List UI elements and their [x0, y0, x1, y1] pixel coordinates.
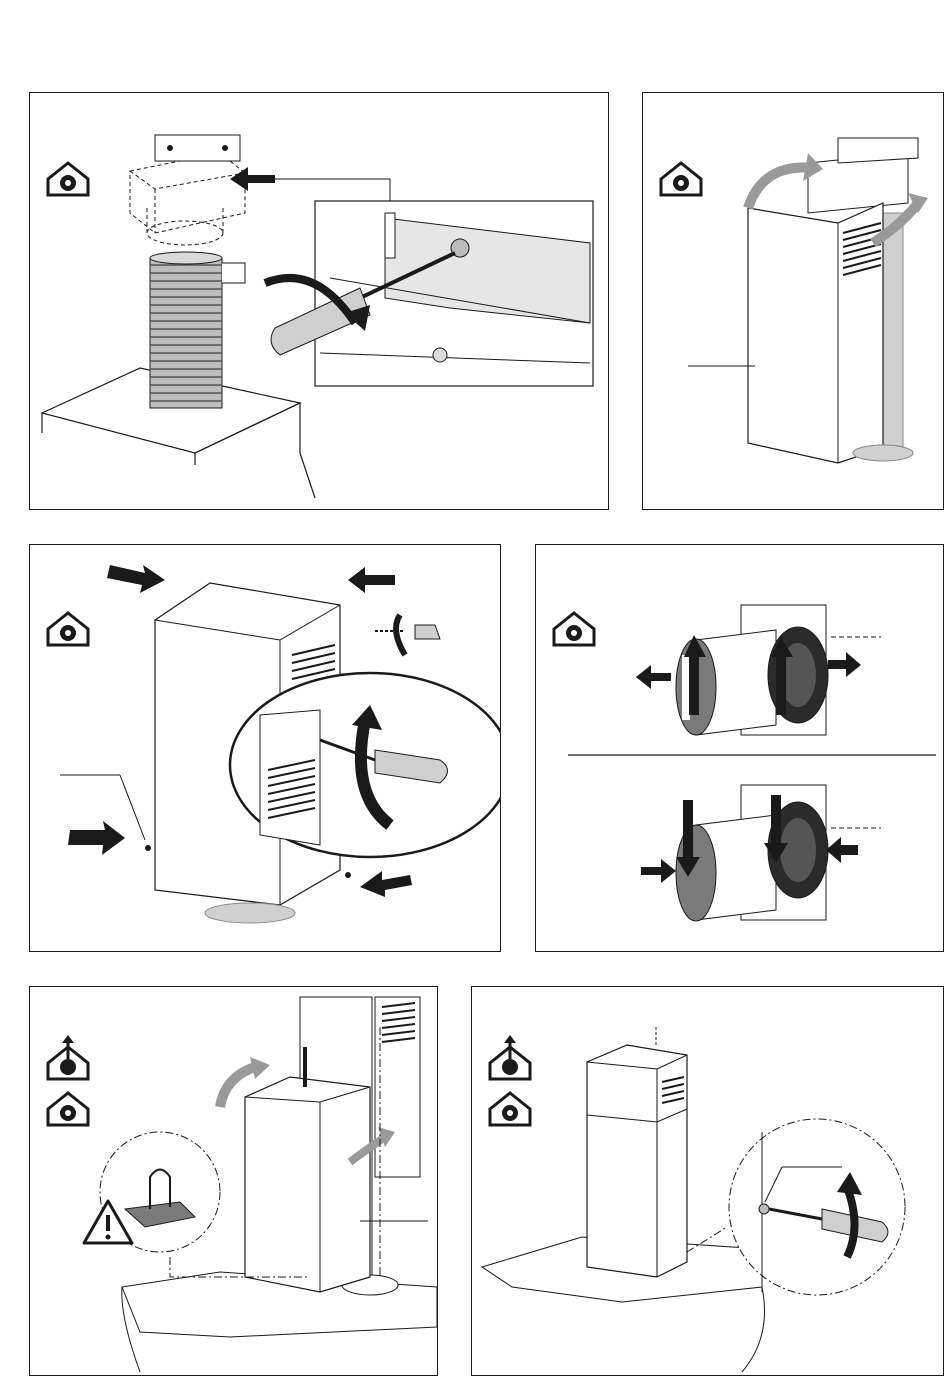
- house-recirculation-icon: [48, 1093, 88, 1125]
- house-extraction-icon: [48, 1035, 88, 1079]
- upper-chimney-illustration: [643, 93, 943, 509]
- panel-final-screw: [471, 986, 944, 1376]
- final-screw-illustration: [472, 987, 943, 1375]
- panel-duct-bracket: [29, 92, 609, 510]
- panel-upper-chimney: [642, 92, 944, 510]
- detail-zoom-circle: [230, 673, 500, 857]
- dashed-bracket: [130, 153, 245, 245]
- insert-arrow-icon: [230, 167, 275, 191]
- push-arrow-icon: [107, 565, 165, 593]
- detail-inset: [265, 201, 593, 386]
- chimney-screws-illustration: [30, 545, 500, 951]
- panel-motor-filter: [535, 544, 944, 952]
- house-recirculation-icon: [48, 613, 88, 645]
- house-recirculation-icon: [554, 613, 594, 645]
- house-recirculation-icon: [48, 163, 88, 195]
- house-recirculation-icon: [490, 1093, 530, 1125]
- panel-lower-chimney: [29, 986, 438, 1376]
- panel-chimney-screws: [29, 544, 501, 952]
- flexible-duct: [150, 252, 222, 408]
- motor-filter-illustration: [536, 545, 943, 951]
- duct-bracket-illustration: [30, 93, 608, 509]
- lower-chimney-illustration: [30, 987, 437, 1375]
- motor-insertion-view: [641, 785, 881, 921]
- lift-arrow-icon: [748, 168, 813, 209]
- house-recirculation-icon: [661, 163, 701, 195]
- detail-zoom-circle: [729, 1119, 905, 1295]
- motor-removal-view: [636, 605, 881, 735]
- house-extraction-icon: [490, 1035, 530, 1079]
